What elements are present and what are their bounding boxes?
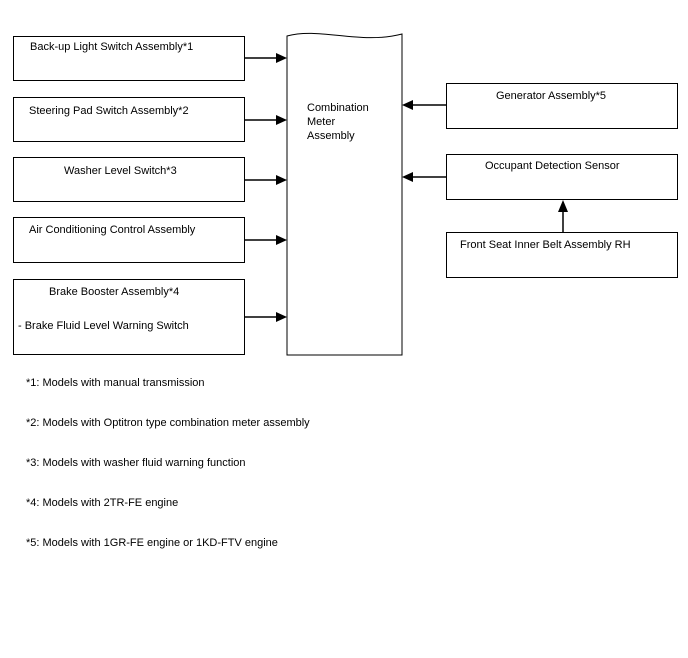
washer-level-switch-box: Washer Level Switch*3	[13, 157, 245, 202]
combination-meter-block-outline	[286, 32, 403, 356]
arrow-washer-level-to-meter	[245, 175, 287, 185]
backup-light-switch-label: Back-up Light Switch Assembly*1	[30, 41, 194, 53]
occupant-detection-sensor-label: Occupant Detection Sensor	[485, 160, 620, 172]
combination-meter-label-line: Combination	[307, 102, 369, 114]
air-conditioning-control-box: Air Conditioning Control Assembly	[13, 217, 245, 263]
combination-meter-label-line: Meter	[307, 116, 336, 128]
footnote: *2: Models with Optitron type combinatio…	[26, 417, 310, 429]
generator-assembly-box: Generator Assembly*5	[446, 83, 678, 129]
footnote: *5: Models with 1GR-FE engine or 1KD-FTV…	[26, 537, 278, 549]
steering-pad-switch-label: Steering Pad Switch Assembly*2	[29, 105, 189, 117]
washer-level-switch-label: Washer Level Switch*3	[64, 165, 177, 177]
arrow-steering-pad-to-meter	[245, 115, 287, 125]
footnote: *1: Models with manual transmission	[26, 377, 205, 389]
occupant-detection-sensor-box: Occupant Detection Sensor	[446, 154, 678, 200]
arrow-backup-light-to-meter	[245, 53, 287, 63]
arrow-belt-assembly-to-occupant-sensor	[558, 200, 568, 232]
footnote: *4: Models with 2TR-FE engine	[26, 497, 179, 509]
combination-meter-label-line: Assembly	[307, 130, 355, 142]
front-seat-inner-belt-box: Front Seat Inner Belt Assembly RH	[446, 232, 678, 278]
footnote: *3: Models with washer fluid warning fun…	[26, 457, 246, 469]
brake-booster-label: Brake Booster Assembly*4	[49, 286, 180, 298]
arrow-generator-to-meter	[402, 100, 446, 110]
front-seat-inner-belt-label: Front Seat Inner Belt Assembly RH	[460, 239, 631, 251]
brake-fluid-level-warning-switch-label: - Brake Fluid Level Warning Switch	[18, 320, 189, 332]
arrow-air-conditioning-to-meter	[245, 235, 287, 245]
arrow-brake-booster-to-meter	[245, 312, 287, 322]
arrow-occupant-sensor-to-meter	[402, 172, 446, 182]
backup-light-switch-box: Back-up Light Switch Assembly*1	[13, 36, 245, 81]
air-conditioning-control-label: Air Conditioning Control Assembly	[29, 224, 196, 236]
brake-booster-box: Brake Booster Assembly*4 - Brake Fluid L…	[13, 279, 245, 355]
combination-meter-label: Combination Meter Assembly	[307, 101, 369, 143]
generator-assembly-label: Generator Assembly*5	[496, 90, 607, 102]
steering-pad-switch-box: Steering Pad Switch Assembly*2	[13, 97, 245, 142]
